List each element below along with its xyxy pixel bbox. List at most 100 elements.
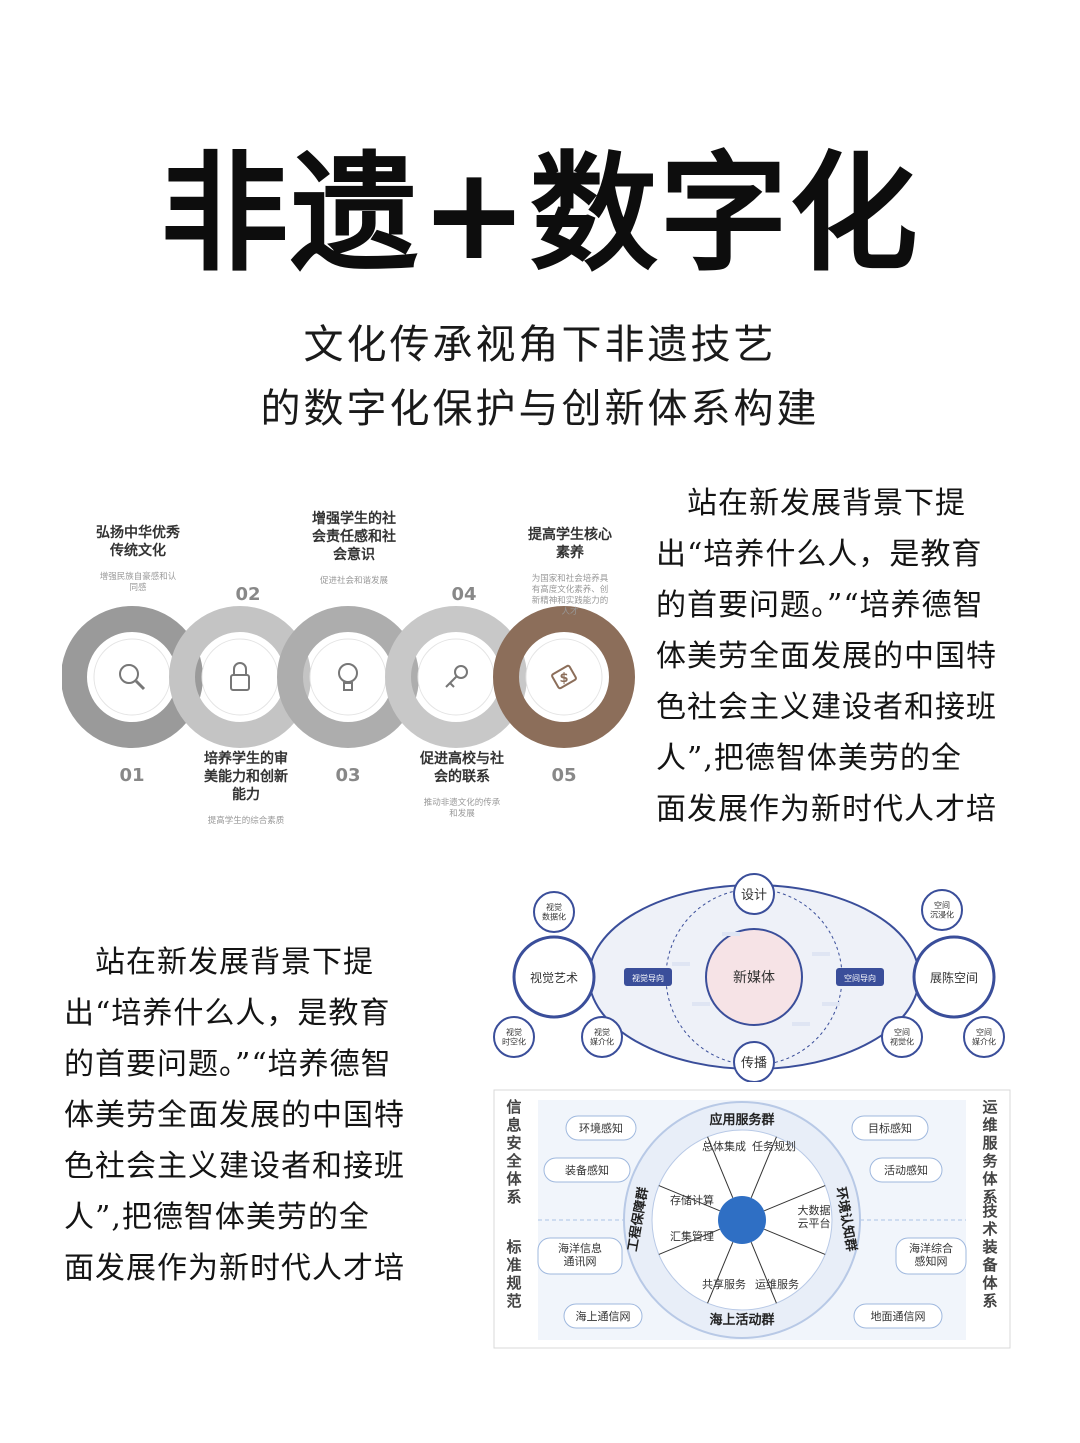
satellite-label: 空间 xyxy=(976,1027,992,1037)
paragraph-1: 站在新发展背景下提 出“培养什么人，是教育 的首要问题。”“培养德智 体美劳全面… xyxy=(656,478,1066,835)
step-icon-bg xyxy=(201,638,279,716)
step-description: 为国家和社会培养具 xyxy=(532,573,609,584)
money-icon: $ xyxy=(551,664,577,690)
satellite-label: 空间 xyxy=(934,900,950,910)
satellite-label: 视觉 xyxy=(594,1027,610,1037)
sector-line xyxy=(707,1136,734,1199)
right-side-label: 体 xyxy=(982,1170,998,1188)
right-link-box xyxy=(836,968,884,986)
minor-label-placeholder xyxy=(692,1002,710,1006)
minor-label-placeholder xyxy=(792,1022,810,1026)
paragraph-line: 色社会主义建设者和接班 xyxy=(656,690,997,725)
left-side-label: 信 xyxy=(506,1098,521,1116)
paragraph-line: 站在新发展背景下提 xyxy=(656,486,966,521)
left-link-label: 视觉导向 xyxy=(632,973,664,983)
minor-label-placeholder xyxy=(822,1002,840,1006)
key-icon xyxy=(445,665,468,688)
sector-label: 汇集管理 xyxy=(670,1229,714,1243)
right-side-label-2: 技 xyxy=(982,1202,998,1220)
satellite-label: 视觉 xyxy=(546,902,562,912)
step-description: 同感 xyxy=(129,582,147,593)
left-box xyxy=(565,1115,637,1141)
paragraph-line: 色社会主义建设者和接班 xyxy=(64,1149,405,1184)
satellite-label: 数据化 xyxy=(542,912,566,922)
left-box-label: 通讯网 xyxy=(564,1255,597,1268)
right-box-label: 目标感知 xyxy=(868,1121,912,1135)
left-side-label-2: 标 xyxy=(505,1238,521,1256)
sector-label: 运维服务 xyxy=(755,1278,799,1291)
step-arrow xyxy=(618,683,634,695)
sector-line xyxy=(763,1228,826,1255)
step-title: 会意识 xyxy=(333,546,375,563)
step-title: 美能力和创新 xyxy=(204,768,288,785)
satellite-node xyxy=(581,1016,623,1058)
paragraph-line: 出“培养什么人，是教育 xyxy=(656,537,983,572)
right-side-label-2: 术 xyxy=(982,1220,997,1238)
step-title: 会的联系 xyxy=(434,768,490,785)
step-icon-bg xyxy=(93,638,171,716)
satellite-label: 沉浸化 xyxy=(930,910,954,920)
satellite-node xyxy=(881,1016,923,1058)
step-title: 素养 xyxy=(556,544,585,561)
magnifier-icon xyxy=(119,664,146,691)
step-description: 有高度文化素养、创 xyxy=(532,584,609,595)
right-link-label: 空间导向 xyxy=(844,973,876,983)
right-box xyxy=(851,1115,929,1141)
minor-label-placeholder xyxy=(722,932,740,936)
minor-label-placeholder xyxy=(812,952,830,956)
paragraph-line: 面发展作为新时代人才培 xyxy=(64,1251,405,1286)
right-box xyxy=(869,1157,943,1183)
satellite-node xyxy=(921,889,963,931)
step-number: 01 xyxy=(119,765,144,786)
sector-label: 大数据 xyxy=(798,1203,831,1217)
sector-line xyxy=(763,1185,826,1212)
step-title: 培养学生的审 xyxy=(204,750,288,767)
right-side-label-2: 备 xyxy=(981,1256,998,1274)
page-title: 非遗+数字化 xyxy=(160,140,920,289)
left-side-label-2: 准 xyxy=(506,1256,521,1274)
step-ring xyxy=(493,606,635,748)
left-side-label: 安 xyxy=(506,1134,521,1152)
step-icon-bg xyxy=(309,638,387,716)
ring-top-label: 应用服务群 xyxy=(709,1112,774,1128)
sector-line xyxy=(658,1185,721,1212)
paragraph-2: 站在新发展背景下提 出“培养什么人，是教育 的首要问题。”“培养德智 体美劳全面… xyxy=(64,937,484,1294)
step-description: 推动非遗文化的传承 xyxy=(424,797,501,808)
paragraph-line: 面发展作为新时代人才培 xyxy=(656,792,997,827)
top-node-label: 设计 xyxy=(741,888,767,903)
bottom-node-label: 传播 xyxy=(741,1056,767,1071)
sector-label: 云平台 xyxy=(798,1216,831,1230)
satellite-node xyxy=(493,1016,535,1058)
center-label: 新媒体 xyxy=(733,970,775,986)
right-side-label: 服 xyxy=(982,1134,998,1152)
subtitle-line-2: 的数字化保护与创新体系构建 xyxy=(260,386,820,432)
svg-text:$: $ xyxy=(559,671,568,686)
paragraph-line: 站在新发展背景下提 xyxy=(64,945,374,980)
paragraph-line: 人”,把德智体美劳的全 xyxy=(656,741,962,776)
sector-label: 存储计算 xyxy=(670,1193,714,1207)
left-link-box xyxy=(624,968,672,986)
right-side-label: 系 xyxy=(982,1188,997,1206)
left-side-label: 系 xyxy=(506,1188,521,1206)
minor-label-placeholder xyxy=(672,962,690,966)
right-node-label: 展陈空间 xyxy=(930,970,978,985)
satellite-label: 空间 xyxy=(894,1027,910,1037)
step-title: 弘扬中华优秀 xyxy=(96,524,181,541)
left-side-label-2: 范 xyxy=(506,1292,521,1310)
paragraph-line: 的首要问题。”“培养德智 xyxy=(64,1047,392,1082)
right-side-label: 运 xyxy=(982,1098,997,1116)
step-description: 促进社会和谐发展 xyxy=(320,575,389,586)
left-side-label: 全 xyxy=(505,1152,522,1170)
left-node xyxy=(512,935,596,1019)
left-box-label: 海上通信网 xyxy=(576,1309,631,1323)
lock-icon xyxy=(230,662,250,691)
satellite-label: 媒介化 xyxy=(590,1037,614,1047)
step-description: 新精神和实践能力的 xyxy=(532,595,609,606)
step-description: 增强民族自豪感和认 xyxy=(100,571,177,582)
satellite-label: 时空化 xyxy=(502,1037,526,1047)
top-node xyxy=(733,873,775,915)
left-side-label: 息 xyxy=(506,1116,521,1134)
satellite-node xyxy=(963,1016,1005,1058)
left-box-label: 环境感知 xyxy=(579,1121,623,1135)
satellite-label: 视觉 xyxy=(506,1027,522,1037)
